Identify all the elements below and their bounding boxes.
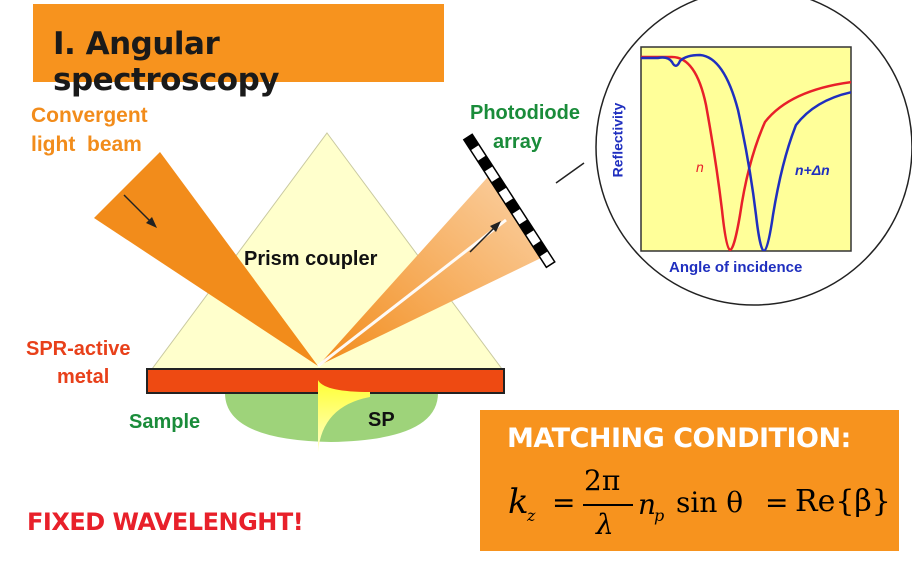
reflected-arrow-line [469, 224, 498, 253]
reflected-beam [318, 169, 541, 366]
photodiode-label-line2: array [493, 131, 542, 153]
eq-k: k [508, 482, 529, 522]
fixed-wavelength-note: FIXED WAVELENGHT! [27, 508, 304, 536]
curve-n [641, 55, 851, 251]
metal-label-line2: metal [57, 366, 110, 388]
reflected-arrow-head [490, 221, 501, 232]
inset-pointer [555, 162, 585, 184]
incident-arrow-head [146, 217, 157, 228]
prism-label: Prism coupler [244, 248, 378, 270]
photodiode-array [462, 133, 556, 269]
eq-sin-theta: sin θ [676, 486, 744, 519]
eq-fraction-bar [583, 504, 633, 506]
title-box: I. Angular spectroscopy [33, 4, 444, 98]
photodiode-label-line1: Photodiode [470, 102, 580, 124]
metal-label-line1: SPR-active [26, 338, 131, 360]
curve-n-dn-label: n+Δn [795, 162, 830, 178]
reflected-highlight [317, 218, 507, 368]
evanescent-field [318, 380, 370, 452]
matching-condition-box: MATCHING CONDITION: k z = 2π λ n p sin θ… [480, 410, 899, 551]
sp-label: SP [368, 409, 395, 431]
incident-beam [94, 152, 318, 366]
light-beam-label-line1: Convergent [31, 104, 148, 127]
sample-region [225, 393, 438, 442]
inset-ylabel: Reflectivity [609, 102, 626, 178]
eq-re-beta: Re{β} [795, 484, 891, 519]
eq-denominator: λ [596, 508, 614, 541]
eq-k-sub: z [527, 506, 536, 525]
eq-equals-2: = [765, 486, 789, 519]
eq-equals-1: = [552, 486, 576, 519]
inset-xlabel: Angle of incidence [669, 259, 803, 276]
page-title: I. Angular spectroscopy [53, 26, 279, 98]
light-beam-label-line2: light beam [31, 133, 142, 156]
eq-n-sub: p [654, 506, 665, 525]
eq-numerator: 2π [584, 464, 621, 497]
curve-n-label: n [696, 159, 704, 175]
sample-label: Sample [129, 411, 201, 433]
incident-arrow-line [123, 194, 153, 224]
eq-n: n [638, 488, 657, 521]
curve-n-dn [641, 53, 851, 251]
matching-title: MATCHING CONDITION: [507, 423, 851, 454]
